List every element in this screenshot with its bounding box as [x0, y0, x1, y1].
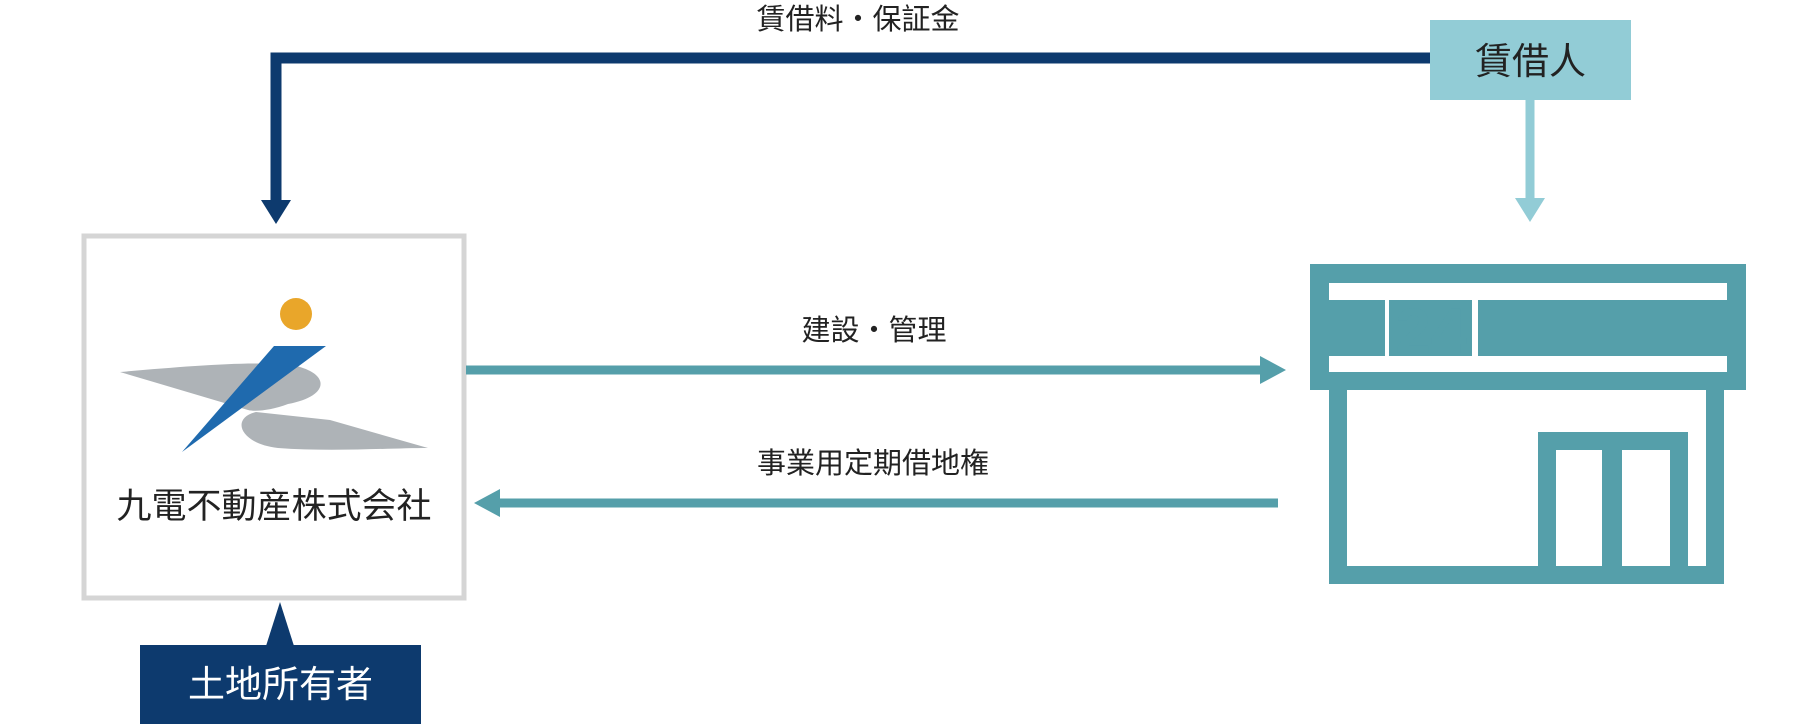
lessee-store-arrow-head — [1515, 198, 1545, 222]
company-name: 九電不動産株式会社 — [116, 487, 431, 527]
logo-gray-lower-swoosh — [241, 412, 428, 450]
landowner-callout-pointer — [266, 602, 294, 646]
store-sign-24: 24 — [1395, 295, 1467, 367]
rent-deposit-arrow-head — [261, 200, 291, 224]
rent-deposit-label: 賃借料・保証金 — [756, 2, 959, 36]
logo-blue-bolt — [182, 346, 326, 452]
fixed-term-land-lease-arrow-head — [474, 489, 500, 517]
store-roof-top-stripe — [1329, 283, 1727, 300]
store-roof-bottom-stripe — [1329, 356, 1727, 372]
convenience-store-24h-icon: 24 — [1310, 264, 1746, 584]
landowner-label: 土地所有者 — [188, 663, 373, 706]
lessee-label: 賃借人 — [1475, 40, 1586, 83]
construction-management-arrow-head — [1260, 356, 1286, 384]
store-sign-panel-gap-left — [1329, 300, 1385, 356]
construction-management-label: 建設・管理 — [801, 313, 946, 347]
lessee-box — [1430, 20, 1631, 100]
store-sign-white-left-pad — [1385, 300, 1389, 356]
rent-deposit-arrow-line — [270, 52, 1432, 206]
store-door-right-pane — [1622, 450, 1670, 566]
store-sign-white-right-pad — [1472, 300, 1478, 356]
landowner-box — [140, 645, 421, 724]
kyuden-fudosan-logo — [120, 298, 428, 452]
store-door-left-pane — [1556, 450, 1602, 566]
logo-sun-dot — [280, 298, 312, 330]
fixed-term-land-lease-label: 事業用定期借地権 — [757, 446, 989, 480]
